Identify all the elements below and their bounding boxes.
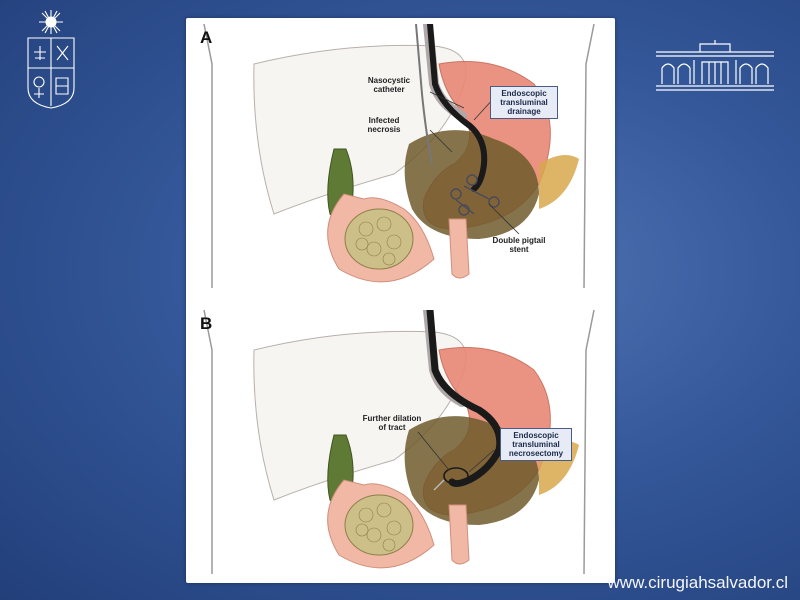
infected-necrosis-label: Infected necrosis [367,116,401,134]
panel-a-letter: A [200,28,213,47]
university-emblem-logo [22,8,80,110]
endoscopic-transluminal-drainage-box: Endoscopic transluminal drainage [490,86,558,119]
panel-a: A Nasocystic catheter Infected necrosis … [194,24,606,288]
panel-b-letter: B [200,314,213,333]
medical-illustration-figure: A Nasocystic catheter Infected necrosis … [186,18,615,583]
nasocystic-catheter-label: Nasocystic catheter [367,76,411,94]
endoscopic-transluminal-necrosectomy-box: Endoscopic transluminal necrosectomy [500,428,572,461]
panel-b: B Further dilation of tract Endoscopic t… [194,310,606,574]
double-pigtail-stent-label: Double pigtail stent [492,236,546,254]
further-dilation-label: Further dilation of tract [362,414,422,432]
website-url: www.cirugiahsalvador.cl [607,573,788,592]
hospital-building-logo [654,40,776,92]
